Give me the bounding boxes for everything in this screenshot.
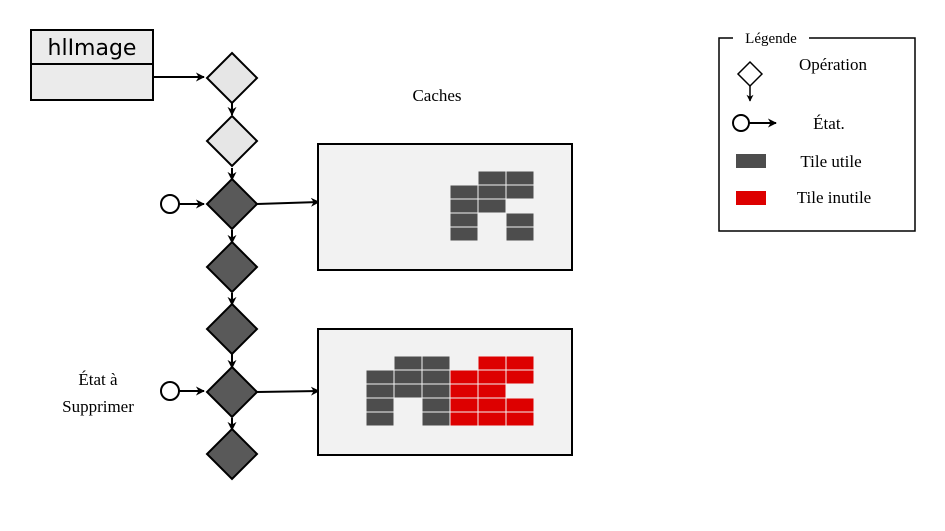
tile-useless-swatch	[736, 191, 766, 205]
tile-useful	[421, 411, 451, 427]
tile-useless	[449, 397, 479, 413]
tile-useless	[477, 397, 507, 413]
caches-title: Caches	[412, 86, 461, 105]
tile-useless	[449, 383, 479, 399]
tile-useful	[365, 369, 395, 385]
tile-useful	[505, 184, 535, 200]
operation-diamond-3	[205, 177, 259, 231]
operation-nodes	[205, 51, 259, 481]
tile-useful	[421, 383, 451, 399]
op-to-cache-2-arrow	[256, 386, 320, 396]
tile-useful	[421, 355, 451, 371]
tile-grid-1	[449, 170, 535, 242]
operation-diamond-7	[205, 427, 259, 481]
tile-useful	[365, 411, 395, 427]
tile-useful	[421, 369, 451, 385]
delete-state-label-line1: État à	[78, 370, 118, 389]
hlimage-class-box: hlImage	[30, 29, 154, 101]
tile-useless	[449, 369, 479, 385]
tile-useful	[449, 184, 479, 200]
cache-box-1	[317, 143, 573, 271]
operation-diamond-6	[205, 365, 259, 419]
tile-useful	[449, 212, 479, 228]
tile-useful	[505, 212, 535, 228]
tile-useless	[477, 355, 507, 371]
circle-icon	[732, 114, 750, 132]
tile-useful	[449, 198, 479, 214]
legend-operation-label: Opération	[799, 55, 867, 74]
tile-useful	[505, 170, 535, 186]
operation-diamond-5	[205, 302, 259, 356]
hlimage-title: hlImage	[48, 36, 137, 61]
legend-tile-useful-label: Tile utile	[800, 152, 861, 171]
legend-state-label: État.	[813, 114, 845, 133]
legend-title: Légende	[745, 31, 797, 47]
tile-useful	[365, 383, 395, 399]
tile-useless	[505, 369, 535, 385]
tile-useless	[505, 397, 535, 413]
op-to-cache-1-arrow	[256, 197, 320, 207]
tile-useful	[477, 170, 507, 186]
cache-box-2	[317, 328, 573, 456]
tile-useful	[393, 369, 423, 385]
tile-useful	[421, 397, 451, 413]
tile-useless	[477, 383, 507, 399]
tile-useful	[365, 397, 395, 413]
tile-useful	[393, 383, 423, 399]
tile-useful	[477, 184, 507, 200]
legend-tile-useless-label: Tile inutile	[797, 188, 871, 207]
tile-useless	[505, 411, 535, 427]
state-circle-1	[160, 194, 180, 214]
tile-useless	[477, 411, 507, 427]
legend: Légende Opération État. Tile utile Tile …	[718, 31, 916, 232]
tile-useless	[449, 411, 479, 427]
tile-grid-2	[365, 355, 535, 427]
tile-useful	[505, 226, 535, 242]
state-inputs	[160, 194, 205, 401]
tile-useful	[393, 355, 423, 371]
tile-useful-swatch	[736, 154, 766, 168]
tile-useful	[477, 198, 507, 214]
diamond-icon	[736, 60, 764, 88]
delete-state-label-line2: Supprimer	[62, 397, 134, 416]
state-circle-2	[160, 381, 180, 401]
tile-useless	[505, 355, 535, 371]
tile-useful	[449, 226, 479, 242]
operation-diamond-2	[205, 114, 259, 168]
operation-diamond-4	[205, 240, 259, 294]
tile-useless	[477, 369, 507, 385]
operation-diamond-1	[205, 51, 259, 105]
